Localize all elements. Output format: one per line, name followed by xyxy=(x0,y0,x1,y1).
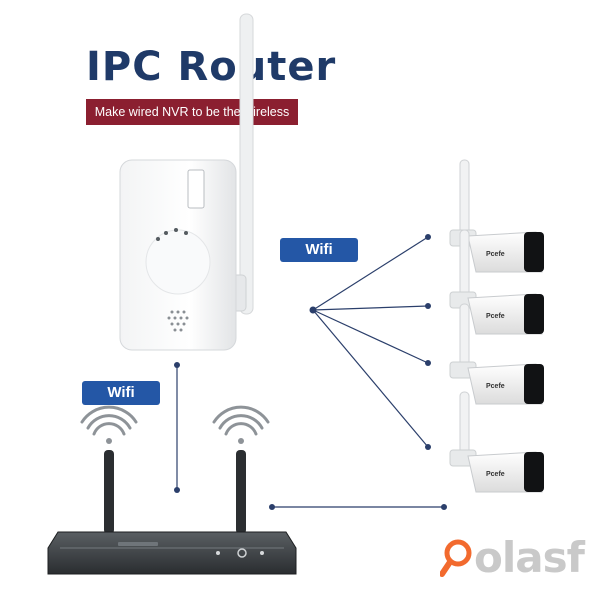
magnifier-icon xyxy=(440,539,472,577)
nvr-antenna xyxy=(104,450,114,534)
connection-lines xyxy=(176,236,444,508)
subtitle-banner: Make wired NVR to be the wireless xyxy=(86,99,298,125)
status-led-icon xyxy=(260,551,264,555)
camera-logo: Pcefe xyxy=(486,383,505,390)
router-switch xyxy=(187,169,205,209)
router-dome xyxy=(145,229,211,295)
speaker-grille-icon xyxy=(167,310,189,332)
page-title: IPC Router xyxy=(86,44,337,90)
wifi-badge-nvr: Wifi xyxy=(82,381,160,405)
watermark-text: olasf xyxy=(474,533,585,582)
connection-dots xyxy=(174,234,447,510)
wifi-signal-icon xyxy=(212,405,270,444)
bullet-camera: Pcefe xyxy=(449,229,544,335)
nvr-body xyxy=(47,531,297,575)
nvr-button xyxy=(237,548,247,558)
bullet-camera: Pcefe xyxy=(449,303,544,405)
nvr-recorder xyxy=(47,450,297,575)
wifi-signal-icon xyxy=(80,405,138,444)
router-antenna xyxy=(239,13,254,315)
status-led-icons xyxy=(156,228,188,241)
camera-logo: Pcefe xyxy=(486,251,505,258)
power-led-icon xyxy=(216,551,220,555)
camera-logo: Pcefe xyxy=(486,313,505,320)
camera-logo: Pcefe xyxy=(486,471,505,478)
watermark: olasf xyxy=(440,533,585,582)
ipc-router xyxy=(119,13,254,351)
camera-group: Pcefe Pcefe Pcefe Pcefe xyxy=(449,159,544,493)
nvr-antenna xyxy=(236,450,246,534)
bullet-camera: Pcefe xyxy=(449,391,544,493)
wifi-badge-router: Wifi xyxy=(280,238,358,262)
